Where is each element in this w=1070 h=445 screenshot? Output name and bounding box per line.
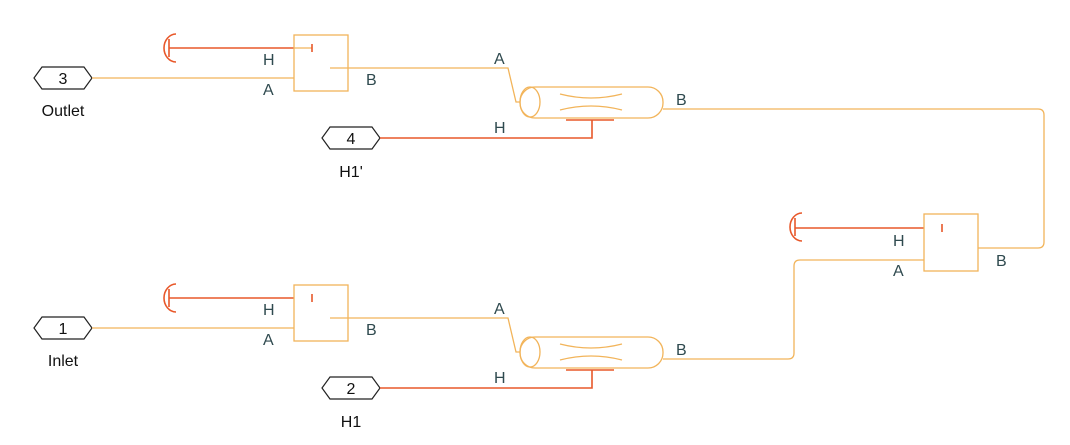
port-outlet-label: Outlet — [42, 103, 85, 120]
thermal-block-right[interactable]: H A B — [789, 212, 1007, 280]
label-b-top-pipe: B — [676, 92, 687, 109]
label-b-top-left: B — [366, 72, 377, 89]
thermal-reference-icon-bottom — [163, 283, 177, 313]
label-a-right: A — [893, 263, 904, 280]
thermal-block-bottom-left[interactable]: H A B — [163, 283, 377, 349]
port-outlet-number: 3 — [59, 71, 68, 88]
pipe-block-right[interactable] — [923, 213, 979, 272]
connection-top-block-to-pipe — [330, 67, 520, 103]
connection-top-pipe-to-right-block — [663, 108, 1045, 249]
pipe-top[interactable]: B — [519, 86, 687, 121]
port-outlet[interactable]: 3 Outlet — [33, 66, 93, 120]
port-inlet-number: 1 — [59, 321, 68, 338]
label-b-right: B — [996, 253, 1007, 270]
port-h1-prime[interactable]: 4 H1' — [321, 126, 381, 181]
label-a-top-pipe: A — [494, 51, 505, 68]
port-h1-prime-number: 4 — [347, 131, 356, 148]
thermal-reference-icon — [163, 33, 177, 63]
pipe-top-body[interactable] — [519, 86, 664, 119]
port-h1[interactable]: 2 H1 — [321, 376, 381, 431]
thermal-reference-icon-right — [789, 212, 803, 242]
pipe-bottom[interactable]: B — [519, 336, 687, 371]
port-h1-number: 2 — [347, 381, 356, 398]
label-a-top-left: A — [263, 82, 274, 99]
label-h-bottom-pipe: H — [494, 370, 506, 387]
port-h1-label: H1 — [341, 414, 362, 431]
connection-h1-to-pipe — [380, 370, 593, 389]
pipe-block-bottom-left[interactable] — [293, 284, 349, 342]
port-h1-prime-label: H1' — [339, 164, 363, 181]
label-b-bottom-left: B — [366, 322, 377, 339]
connection-bottom-block-to-pipe — [330, 317, 520, 353]
thermal-block-top-left[interactable]: H A B — [163, 33, 377, 99]
label-h-top-pipe: H — [494, 120, 506, 137]
label-b-bottom-pipe: B — [676, 342, 687, 359]
port-inlet-label: Inlet — [48, 353, 79, 370]
pipe-block-top-left[interactable] — [293, 34, 349, 92]
connection-h1-prime-to-pipe — [380, 120, 593, 139]
label-a-bottom-left: A — [263, 332, 274, 349]
label-a-bottom-pipe: A — [494, 301, 505, 318]
connection-right-block-to-bottom-pipe — [663, 259, 924, 360]
label-h-right: H — [893, 233, 905, 250]
label-h-top-left: H — [263, 52, 275, 69]
label-h-bottom-left: H — [263, 302, 275, 319]
pipe-bottom-body[interactable] — [519, 336, 664, 369]
port-inlet[interactable]: 1 Inlet — [33, 316, 93, 370]
